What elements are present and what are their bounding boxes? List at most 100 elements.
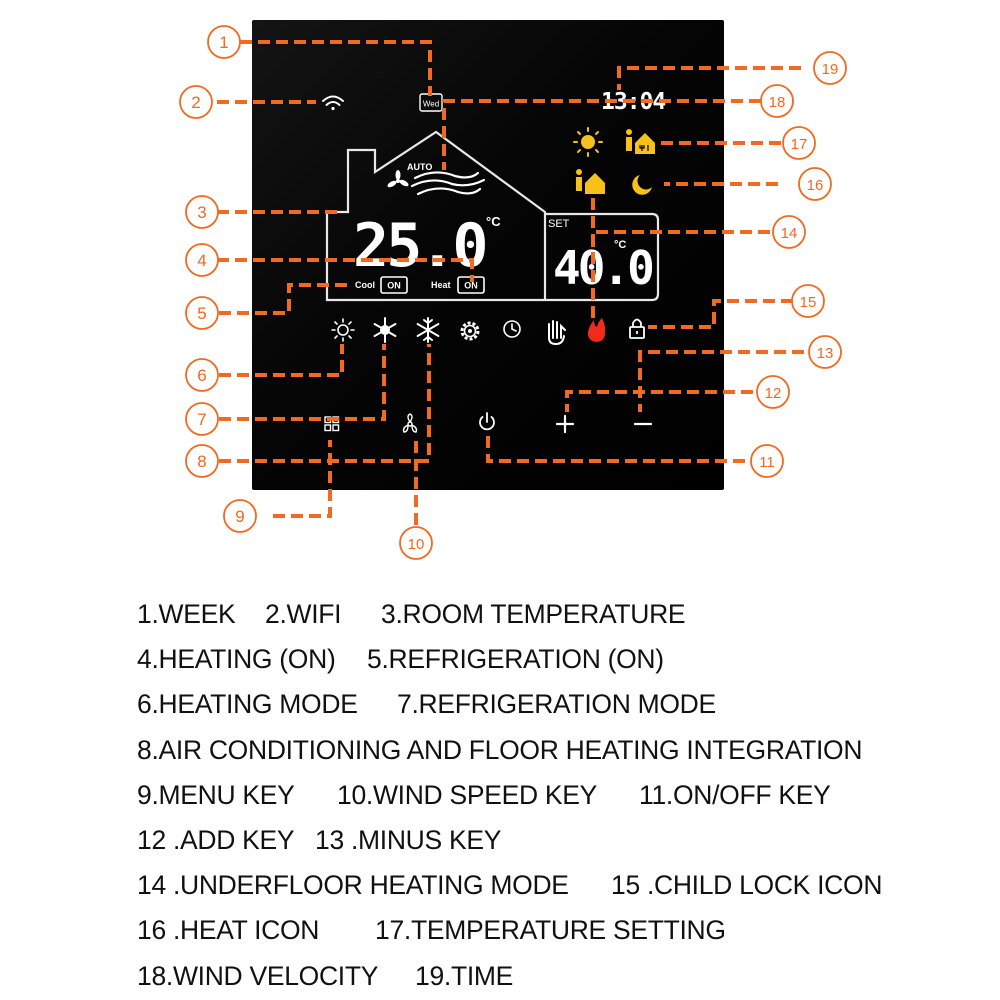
legend-row: 6.HEATING MODE 7.REFRIGERATION MODE	[137, 682, 997, 727]
callout-number: 10	[408, 536, 425, 553]
legend-item: 6.HEATING MODE	[137, 689, 358, 720]
power-key[interactable]	[479, 412, 495, 431]
fan-icon	[387, 170, 409, 188]
heat-state: ON	[464, 281, 478, 291]
set-label: SET	[548, 218, 570, 230]
callout-11: 11	[750, 444, 784, 478]
leader-1	[240, 40, 432, 96]
leader-18	[442, 99, 761, 170]
legend-item: 13 .MINUS KEY	[315, 824, 502, 855]
legend-item: 7.REFRIGERATION MODE	[397, 689, 716, 720]
legend-item: 11.ON/OFF KEY	[639, 779, 831, 810]
callout-circle	[185, 296, 219, 330]
legend-item: 10.WIND SPEED KEY	[337, 779, 597, 810]
weekday-label: Wed	[423, 100, 439, 109]
moon-icon	[632, 175, 652, 195]
callout-8: 8	[185, 444, 219, 478]
leader-9	[273, 440, 332, 518]
legend-item: 12 .ADD KEY	[137, 824, 295, 855]
callout-number: 4	[197, 251, 206, 270]
leader-5	[219, 283, 350, 315]
legend-item: 5.REFRIGERATION (ON)	[367, 644, 664, 675]
leader-13	[638, 350, 804, 412]
callout-circle	[808, 335, 842, 369]
callout-number: 13	[817, 345, 834, 362]
set-temp-frame	[546, 212, 660, 302]
callout-circle	[223, 499, 257, 533]
legend-row: 18.WIND VELOCITY 19.TIME	[137, 954, 997, 999]
callout-number: 9	[235, 507, 244, 526]
callout-number: 3	[197, 203, 206, 222]
callout-circle	[185, 195, 219, 229]
callout-13: 13	[808, 335, 842, 369]
add-key[interactable]	[555, 414, 575, 434]
callout-circle	[185, 402, 219, 436]
callout-14: 14	[772, 215, 806, 249]
callout-number: 8	[197, 452, 206, 471]
callout-number: 1	[219, 33, 228, 52]
cool-label: Cool	[355, 280, 375, 290]
callout-15: 15	[791, 284, 825, 318]
callout-circle	[179, 85, 213, 119]
leader-lines	[217, 40, 804, 525]
callout-2: 2	[179, 85, 213, 119]
callout-5: 5	[185, 296, 219, 330]
snowflake-icon	[416, 317, 440, 343]
callout-7: 7	[185, 402, 219, 436]
callout-circle	[185, 444, 219, 478]
callout-number: 5	[197, 304, 206, 323]
callout-17: 17	[782, 126, 816, 160]
callout-1: 1	[207, 25, 241, 59]
set-temperature: 40.0	[553, 241, 652, 295]
callout-3: 3	[185, 195, 219, 229]
callout-number: 12	[765, 385, 782, 402]
gear-icon	[460, 321, 480, 341]
wifi-icon	[322, 95, 344, 111]
legend-item: 17.TEMPERATURE SETTING	[375, 915, 726, 946]
callout-circle	[185, 243, 219, 277]
legend-item: 18.WIND VELOCITY	[137, 960, 379, 991]
manual-hand-icon	[548, 320, 566, 346]
room-temperature: 25.0	[353, 211, 486, 281]
callout-circle	[756, 375, 790, 409]
legend-row: 12 .ADD KEY 13 .MINUS KEY	[137, 818, 997, 863]
legend-row: 8.AIR CONDITIONING AND FLOOR HEATING INT…	[137, 728, 997, 773]
callout-10: 10	[399, 526, 433, 560]
legend-item: 16 .HEAT ICON	[137, 915, 320, 946]
callout-4: 4	[185, 243, 219, 277]
callout-12: 12	[756, 375, 790, 409]
leader-19	[617, 66, 801, 90]
leader-7	[219, 344, 386, 421]
callout-number: 15	[800, 294, 817, 311]
cool-state-frame	[380, 276, 408, 294]
heating-mode-icon	[331, 318, 355, 342]
leader-11	[486, 436, 750, 463]
refrigeration-mode-icon	[373, 317, 397, 343]
callout-number: 14	[781, 225, 798, 242]
leader-16	[591, 182, 778, 320]
callout-circle	[207, 25, 241, 59]
legend-item: 15 .CHILD LOCK ICON	[611, 870, 883, 901]
callout-16: 16	[798, 167, 832, 201]
callout-circle	[813, 51, 847, 85]
callout-circle	[185, 358, 219, 392]
wind-waves-icon	[410, 171, 486, 196]
room-temp-unit: °C	[486, 214, 501, 229]
callout-number: 7	[197, 410, 206, 429]
callout-number: 19	[822, 61, 839, 78]
legend-item: 4.HEATING (ON)	[137, 644, 336, 675]
callout-circle	[760, 84, 794, 118]
legend-item: 19.TIME	[415, 960, 514, 991]
leader-12	[565, 390, 753, 412]
callout-circle	[772, 215, 806, 249]
set-temp-unit: °C	[614, 239, 626, 251]
legend-row: 16 .HEAT ICON 17.TEMPERATURE SETTING	[137, 908, 997, 953]
cool-state: ON	[387, 281, 401, 291]
wind-speed-key[interactable]	[402, 413, 418, 433]
